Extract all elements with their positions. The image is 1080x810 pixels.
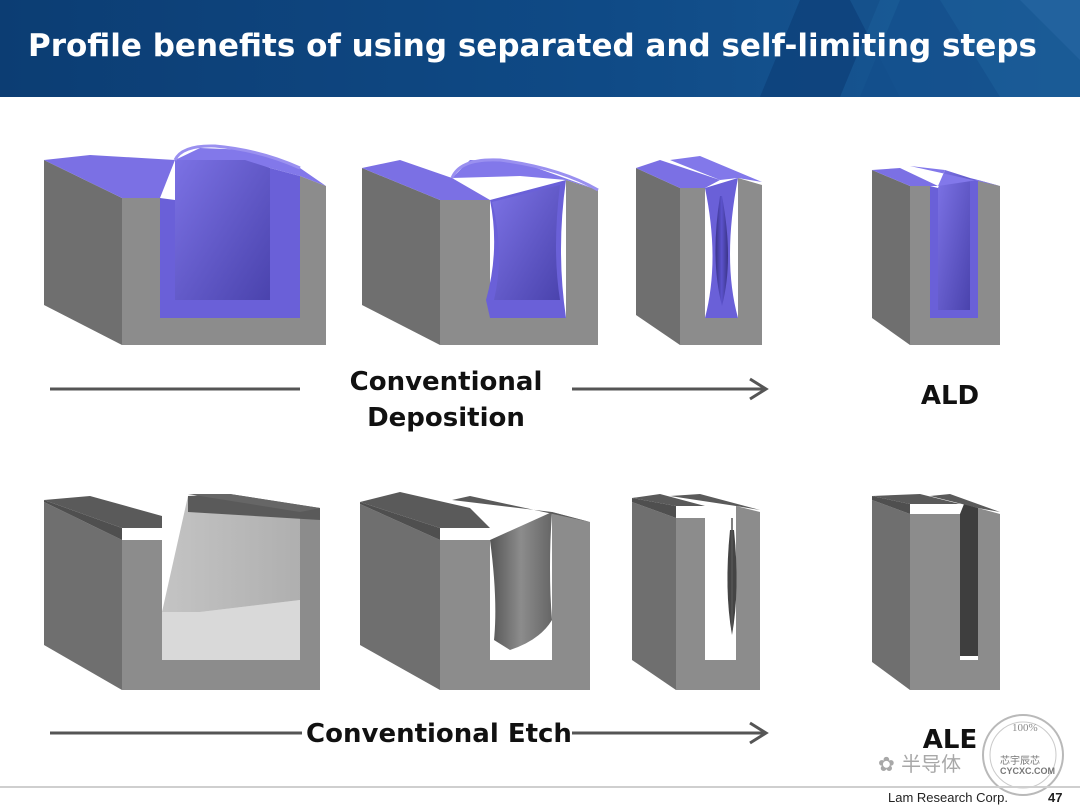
etch-stage-1-block [44,494,320,690]
deposition-arrowhead [749,377,769,401]
watermark-stamp-bottom: CYCXC.COM [1000,766,1056,776]
watermark-stamp-top: 100% [1012,722,1038,734]
watermark-text: ✿ 半导体 [878,748,961,777]
watermark-stamp-mid: 芯宇辰芯 [1000,756,1040,767]
watermark-stamp-icon [982,714,1064,796]
etch-stage-3-block [632,494,760,690]
watermark-label: 半导体 [901,752,962,776]
deposition-label: Conventional Deposition [349,367,543,433]
slide-title: Profile benefits of using separated and … [28,28,1037,64]
etch-arrowhead [749,721,769,745]
deposition-stage-3-block [636,156,762,345]
footer-company: Lam Research Corp. [888,790,1008,805]
slide-header: Profile benefits of using separated and … [0,0,1080,97]
etch-label: Conventional Etch [306,719,572,749]
deposition-stage-2-block [362,158,599,345]
ale-label: ALE [922,725,978,755]
header-decoration [760,0,1080,97]
ale-block [872,494,1000,690]
deposition-stage-1-block [44,144,326,345]
wechat-icon: ✿ [878,752,902,776]
ald-label: ALD [920,381,980,411]
etch-stage-2-block [360,492,590,690]
footer-divider [0,786,1080,788]
ald-block [872,166,1000,345]
footer-page-number: 47 [1048,790,1063,805]
